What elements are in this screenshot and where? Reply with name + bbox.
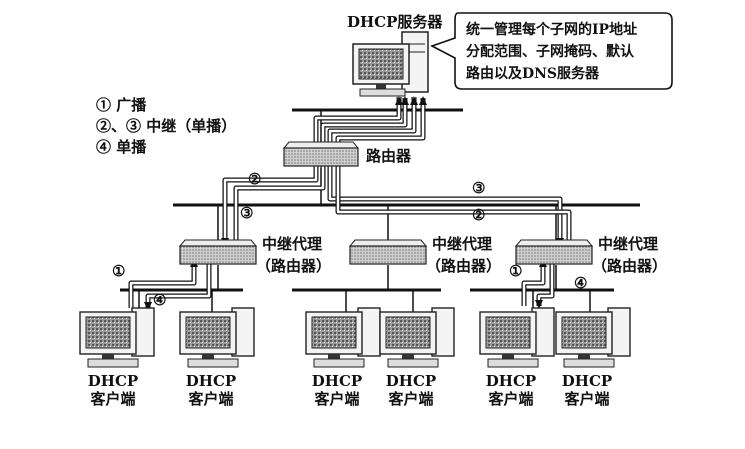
relay-3-label-line1: 中继代理 (598, 235, 658, 253)
callout-line-2: 分配范围、子网掩码、默认 (466, 43, 635, 60)
relay-agent-2-icon (348, 239, 428, 265)
relay-agent-1-icon (178, 239, 258, 265)
client-computers (79, 307, 631, 368)
relay-2-label-line2: （路由器） (426, 257, 501, 275)
callout-line-1: 统一管理每个子网的IP地址 (466, 21, 637, 38)
client-5-label-line2: 客户端 (487, 390, 533, 408)
router-label: 路由器 (366, 147, 412, 165)
client-3-icon (305, 307, 381, 368)
marker-3-right: ③ (472, 179, 485, 197)
client-6-label-line2: 客户端 (563, 390, 609, 408)
marker-4-right: ④ (574, 274, 587, 292)
client-6-label-line1: DHCP (562, 372, 612, 390)
client-1-icon (79, 307, 155, 368)
relay-1-label-line2: （路由器） (256, 257, 331, 275)
callout-line-3: 路由以及DNS服务器 (466, 65, 600, 82)
client-2-label-line1: DHCP (186, 372, 236, 390)
legend-unicast: ④ 单播 (96, 138, 147, 156)
marker-1-right: ① (509, 262, 522, 280)
client-1-label-line1: DHCP (88, 372, 138, 390)
client-1-label-line2: 客户端 (89, 390, 135, 408)
relay-2-label-line1: 中继代理 (432, 235, 492, 253)
client-4-label-line2: 客户端 (387, 390, 433, 408)
relay-1-label-line1: 中继代理 (262, 235, 322, 253)
marker-4-left: ④ (153, 291, 166, 309)
legend-broadcast: ① 广播 (96, 96, 147, 114)
main-router-icon (282, 141, 360, 167)
client-4-icon (379, 307, 455, 368)
relay-3-label-line2: （路由器） (592, 257, 667, 275)
client-3-label-line1: DHCP (312, 372, 362, 390)
legend-relay-unicast: ②、③ 中继（单播） (96, 117, 236, 135)
client-2-label-line2: 客户端 (187, 390, 233, 408)
server-label: DHCP服务器 (347, 13, 443, 31)
client-5-label-line1: DHCP (486, 372, 536, 390)
marker-2-right: ② (472, 206, 485, 224)
client-5-icon (479, 307, 555, 368)
client-2-icon (179, 307, 255, 368)
marker-3-left: ③ (240, 204, 253, 222)
dhcp-server-icon (352, 31, 429, 97)
marker-1-left: ① (112, 262, 125, 280)
callout-box (429, 12, 673, 90)
client-4-label-line1: DHCP (386, 372, 436, 390)
client-3-label-line2: 客户端 (313, 390, 359, 408)
client-6-icon (555, 307, 631, 368)
marker-2-left: ② (248, 170, 261, 188)
relay-agent-3-icon (514, 239, 594, 265)
